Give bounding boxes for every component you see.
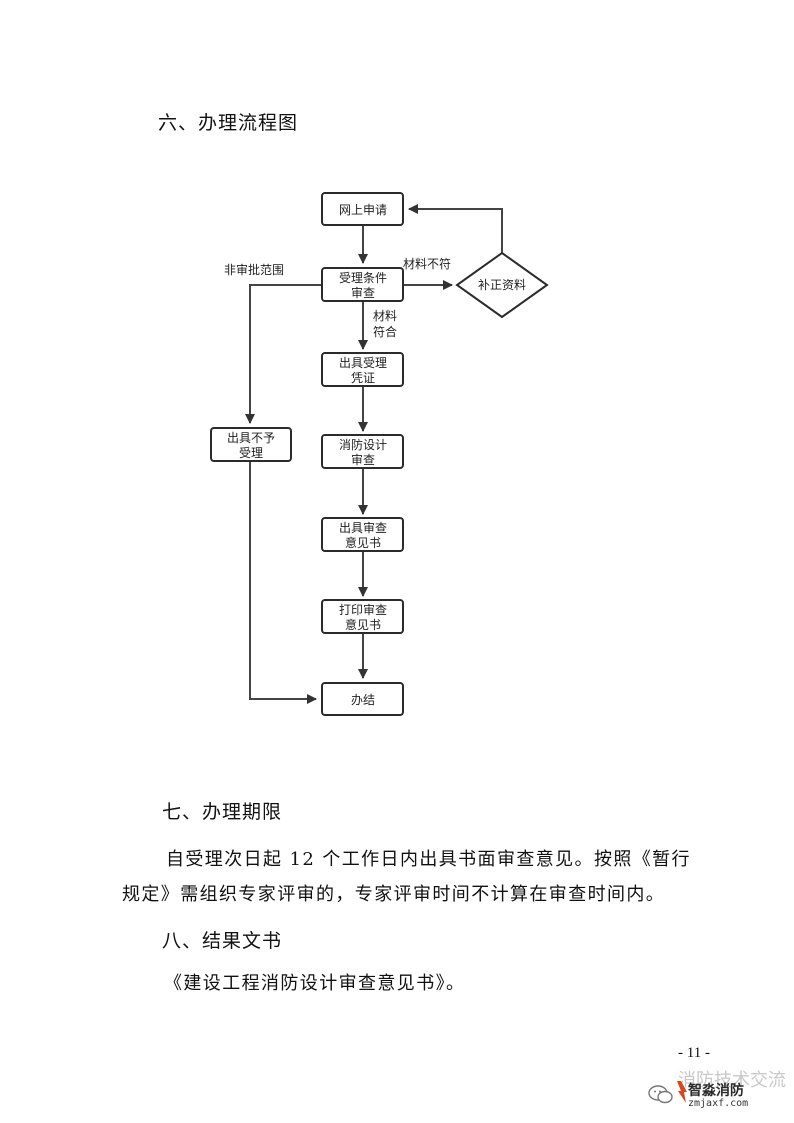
node-supplement-label: 补正资料	[478, 278, 526, 292]
node-not-accept-label-2: 受理	[239, 446, 263, 460]
label-material-match-2: 符合	[373, 324, 397, 339]
arrow-not-accept-to-complete	[249, 462, 317, 704]
flow-connectors	[245, 204, 503, 704]
node-issue-receipt-label-2: 凭证	[351, 370, 375, 385]
node-online-apply-label: 网上申请	[339, 203, 387, 217]
node-accept-review-label-2: 审查	[351, 285, 375, 300]
node-fire-design-review: 消防设计 审查	[321, 434, 404, 469]
section-7-heading: 七、办理期限	[162, 801, 283, 823]
node-supplement-decision: 补正资料	[455, 251, 549, 319]
node-print-opinion-label-2: 意见书	[345, 617, 381, 632]
node-fire-design-review-label-1: 消防设计	[339, 437, 387, 452]
node-accept-review-label-1: 受理条件	[339, 271, 387, 285]
node-not-accept: 出具不予 受理	[210, 427, 292, 462]
node-online-apply: 网上申请	[321, 192, 404, 226]
node-print-opinion-label-1: 打印审查	[339, 602, 387, 617]
node-fire-design-review-label-2: 审查	[351, 452, 375, 467]
section-8-heading: 八、结果文书	[162, 930, 283, 952]
section-7-line-1: 自受理次日起 12 个工作日内出具书面审查意见。按照《暂行	[166, 849, 691, 870]
node-not-accept-label-1: 出具不予	[227, 431, 275, 445]
node-issue-opinion-label-1: 出具审查	[339, 520, 387, 535]
page-number: - 11 -	[678, 1045, 710, 1061]
arrow-review-to-not-accept	[245, 284, 321, 424]
section-8-body: 《建设工程消防设计审查意见书》。	[164, 973, 466, 994]
label-non-scope: 非审批范围	[224, 262, 284, 277]
watermark: 消防技术交流 智淼消防 zmjaxf.com	[648, 1070, 786, 1112]
node-issue-receipt: 出具受理 凭证	[321, 352, 404, 387]
watermark-ghost-text: 消防技术交流	[678, 1070, 786, 1091]
arrow-supplement-to-apply	[408, 204, 503, 253]
node-accept-review: 受理条件 审查	[321, 267, 404, 302]
node-print-opinion: 打印审查 意见书	[321, 599, 404, 634]
node-complete-label: 办结	[351, 692, 375, 707]
brand-logo-icon	[677, 1081, 687, 1103]
watermark-url: zmjaxf.com	[688, 1098, 749, 1109]
label-material-match-1: 材料	[373, 309, 397, 323]
section-7-line-2: 规定》需组织专家评审的，专家评审时间不计算在审查时间内。	[122, 884, 666, 905]
node-issue-opinion-label-2: 意见书	[345, 535, 381, 550]
section-6-heading: 六、办理流程图	[158, 112, 299, 134]
node-complete: 办结	[321, 682, 404, 716]
wechat-icon	[648, 1085, 673, 1104]
watermark-brand: 智淼消防	[688, 1083, 744, 1099]
label-material-mismatch: 材料不符	[403, 256, 451, 271]
node-issue-opinion: 出具审查 意见书	[321, 517, 404, 552]
node-issue-receipt-label-1: 出具受理	[339, 356, 387, 370]
